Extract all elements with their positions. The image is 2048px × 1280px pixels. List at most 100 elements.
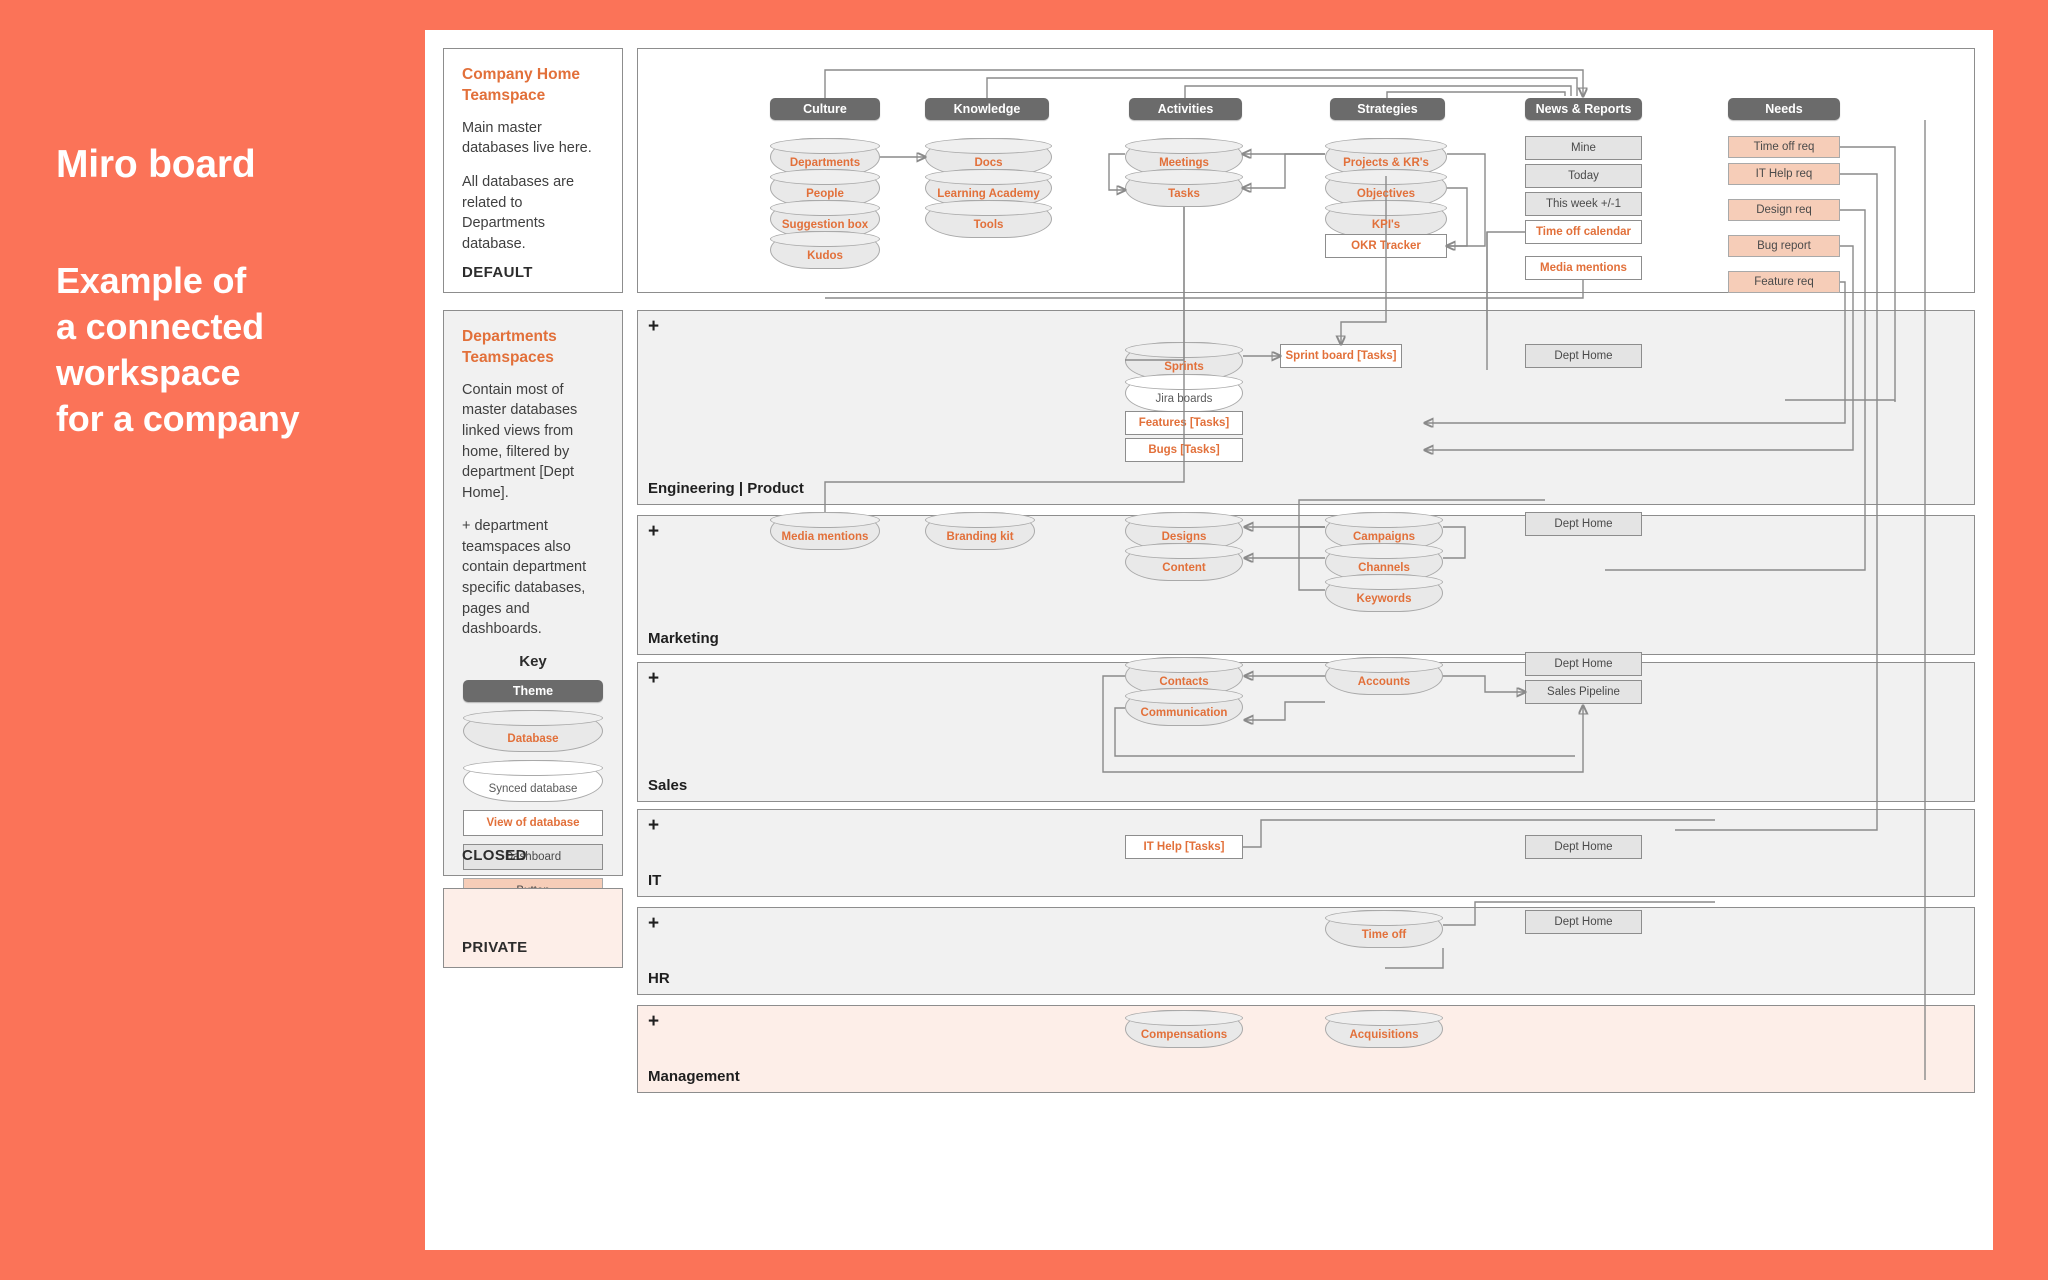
department-label: HR (648, 970, 670, 987)
view-bugs[interactable]: Bugs [Tasks] (1125, 438, 1243, 462)
dashboard-sales-pipeline[interactable]: Sales Pipeline (1525, 680, 1642, 704)
db-label: Learning Academy (937, 188, 1040, 200)
db-keywords[interactable]: Keywords (1325, 574, 1443, 612)
headline-subtitle: Example of a connected workspace for a c… (56, 259, 300, 440)
view-time-off-calendar[interactable]: Time off calendar (1525, 220, 1642, 244)
dashboard-dept-home-mkt[interactable]: Dept Home (1525, 512, 1642, 536)
card-company-home[interactable]: Company Home Teamspace Main master datab… (443, 48, 623, 293)
db-content[interactable]: Content (1125, 543, 1243, 581)
view-media-mentions[interactable]: Media mentions (1525, 256, 1642, 280)
key-sample-view: View of database (463, 809, 603, 836)
add-item-plus[interactable]: + (648, 815, 660, 836)
db-kpis[interactable]: KPI's (1325, 200, 1447, 238)
db-designs[interactable]: Designs (1125, 512, 1243, 550)
card-footer-label: PRIVATE (462, 939, 528, 956)
headline-title: Miro board (56, 143, 256, 186)
department-label: IT (648, 872, 662, 889)
db-label: Kudos (807, 250, 843, 262)
key-heading: Key (519, 652, 547, 670)
key-row-theme: Theme (462, 679, 604, 702)
card-footer-label: CLOSED (462, 847, 527, 864)
view-sprint-board[interactable]: Sprint board [Tasks] (1280, 344, 1402, 368)
db-label: Objectives (1356, 188, 1416, 200)
db-label: Keywords (1356, 593, 1412, 605)
dashboard-dept-home-sales[interactable]: Dept Home (1525, 652, 1642, 676)
db-kudos[interactable]: Kudos (770, 231, 880, 269)
db-label: Tasks (1168, 188, 1200, 200)
db-label: Tools (973, 219, 1004, 231)
db-label: Campaigns (1353, 531, 1415, 543)
key-sample-database: Database (463, 709, 603, 752)
card-title: Departments Teamspaces (462, 328, 557, 366)
theme-activities[interactable]: Activities (1129, 98, 1242, 120)
card-paragraph-2: All databases are related to Departments… (462, 174, 575, 252)
card-paragraph-1: Contain most of master databases linked … (462, 381, 578, 501)
db-time-off[interactable]: Time off (1325, 910, 1443, 948)
theme-culture[interactable]: Culture (770, 98, 880, 120)
department-label: Management (648, 1068, 740, 1085)
db-label: Media mentions (781, 531, 869, 543)
button-time-off-req[interactable]: Time off req (1728, 136, 1840, 158)
db-label: Departments (789, 157, 861, 169)
dashboard-dept-home-eng[interactable]: Dept Home (1525, 344, 1642, 368)
key-row-database: Database (462, 709, 604, 752)
db-jira-boards[interactable]: Jira boards (1125, 374, 1243, 412)
db-label: Channels (1358, 562, 1410, 574)
db-label: People (806, 188, 844, 200)
button-design-req[interactable]: Design req (1728, 199, 1840, 221)
theme-knowledge[interactable]: Knowledge (925, 98, 1049, 120)
db-label: Meetings (1159, 157, 1209, 169)
db-acquisitions[interactable]: Acquisitions (1325, 1010, 1443, 1048)
db-media-mentions-mkt[interactable]: Media mentions (770, 512, 880, 550)
add-item-plus[interactable]: + (648, 1011, 660, 1032)
dashboard-mine[interactable]: Mine (1525, 136, 1642, 160)
db-compensations[interactable]: Compensations (1125, 1010, 1243, 1048)
dashboard-today[interactable]: Today (1525, 164, 1642, 188)
card-paragraph-2: + department teamspaces also contain dep… (462, 518, 587, 638)
key-sample-synced-label: Synced database (488, 782, 578, 795)
view-okr-tracker[interactable]: OKR Tracker (1325, 234, 1447, 258)
key-row-view: View of database (462, 809, 604, 836)
db-communication[interactable]: Communication (1125, 688, 1243, 726)
theme-needs[interactable]: Needs (1728, 98, 1840, 120)
panel-hr: + HR (637, 907, 1975, 995)
db-label: Accounts (1357, 676, 1411, 688)
button-feature-req[interactable]: Feature req (1728, 271, 1840, 293)
db-accounts[interactable]: Accounts (1325, 657, 1443, 695)
db-label: Designs (1161, 531, 1207, 543)
view-features[interactable]: Features [Tasks] (1125, 411, 1243, 435)
key-sample-dashboard: Dashboard (463, 843, 603, 870)
key-row-dashboard: Dashboard (462, 843, 604, 870)
db-label: Compensations (1140, 1029, 1228, 1041)
db-label: Acquisitions (1349, 1029, 1419, 1041)
button-it-help-req[interactable]: IT Help req (1728, 163, 1840, 185)
db-label: Jira boards (1155, 393, 1213, 405)
button-bug-report[interactable]: Bug report (1728, 235, 1840, 257)
card-paragraph-1: Main master databases live here. (462, 119, 592, 157)
dashboard-this-week[interactable]: This week +/-1 (1525, 192, 1642, 216)
db-branding-kit[interactable]: Branding kit (925, 512, 1035, 550)
db-label: Projects & KR's (1343, 157, 1429, 169)
db-tasks[interactable]: Tasks (1125, 169, 1243, 207)
theme-news-reports[interactable]: News & Reports (1525, 98, 1642, 120)
add-item-plus[interactable]: + (648, 521, 660, 542)
db-label: Branding kit (946, 531, 1014, 543)
key-sample-synced-database: Synced database (463, 759, 603, 802)
card-title: Company Home Teamspace (462, 66, 580, 104)
dashboard-dept-home-it[interactable]: Dept Home (1525, 835, 1642, 859)
card-footer-label: DEFAULT (462, 264, 533, 281)
add-item-plus[interactable]: + (648, 316, 660, 337)
db-label: Suggestion box (781, 219, 869, 231)
panel-it: + IT (637, 809, 1975, 897)
theme-strategies[interactable]: Strategies (1330, 98, 1445, 120)
card-private[interactable]: PRIVATE (443, 888, 623, 968)
key-row-synced: Synced database (462, 759, 604, 802)
db-tools[interactable]: Tools (925, 200, 1052, 238)
dashboard-dept-home-hr[interactable]: Dept Home (1525, 910, 1642, 934)
board-canvas: Company Home Teamspace Main master datab… (425, 30, 1993, 1250)
add-item-plus[interactable]: + (648, 668, 660, 689)
view-it-help[interactable]: IT Help [Tasks] (1125, 835, 1243, 859)
add-item-plus[interactable]: + (648, 913, 660, 934)
card-departments-teamspaces[interactable]: Departments Teamspaces Contain most of m… (443, 310, 623, 904)
db-label: Content (1162, 562, 1206, 574)
